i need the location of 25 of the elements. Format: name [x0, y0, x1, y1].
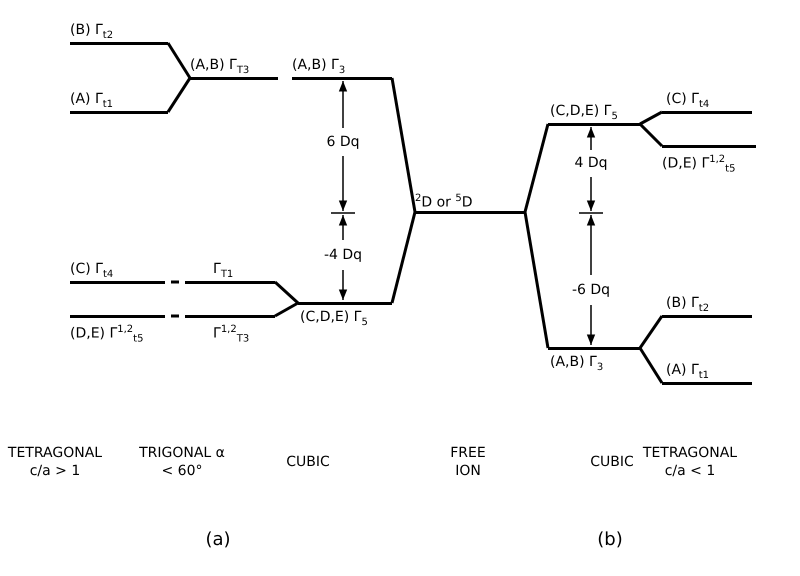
energy-level: (A,B) Γ$_{3}$	[548, 346, 640, 372]
energy-level: (A) Γ$_{t1}$	[662, 358, 752, 384]
energy-level: Γ$_{T1}$	[185, 258, 275, 284]
connector-line	[274, 302, 299, 318]
energy-level: (B) Γ$_{t2}$	[70, 18, 168, 44]
connector-line	[390, 78, 416, 212]
connector-line	[166, 42, 192, 79]
energy-level: $^{2}$D or $^{5}$D	[415, 188, 525, 214]
connector-line	[639, 110, 663, 126]
connector-line	[166, 77, 192, 113]
connector-line	[638, 315, 664, 349]
energy-level: (C) Γ$_{t4}$	[70, 258, 165, 284]
connector-line	[524, 212, 550, 348]
energy-level: (C,D,E) Γ$_{5}$	[548, 100, 640, 126]
energy-level: (B) Γ$_{t2}$	[662, 292, 752, 318]
energy-level: (A) Γ$_{t1}$	[70, 88, 168, 114]
connector-line	[390, 212, 416, 304]
energy-level: (A,B) Γ$_{T3}$	[190, 54, 278, 80]
connector-line	[638, 347, 664, 384]
energy-level: (C,D,E) Γ$_{5}$	[298, 302, 392, 328]
connector-line	[638, 122, 664, 148]
energy-level: (A,B) Γ$_{3}$	[292, 54, 392, 80]
connector-line	[524, 124, 550, 212]
energy-level: (C) Γ$_{t4}$	[662, 88, 752, 114]
connector-line	[274, 280, 300, 304]
